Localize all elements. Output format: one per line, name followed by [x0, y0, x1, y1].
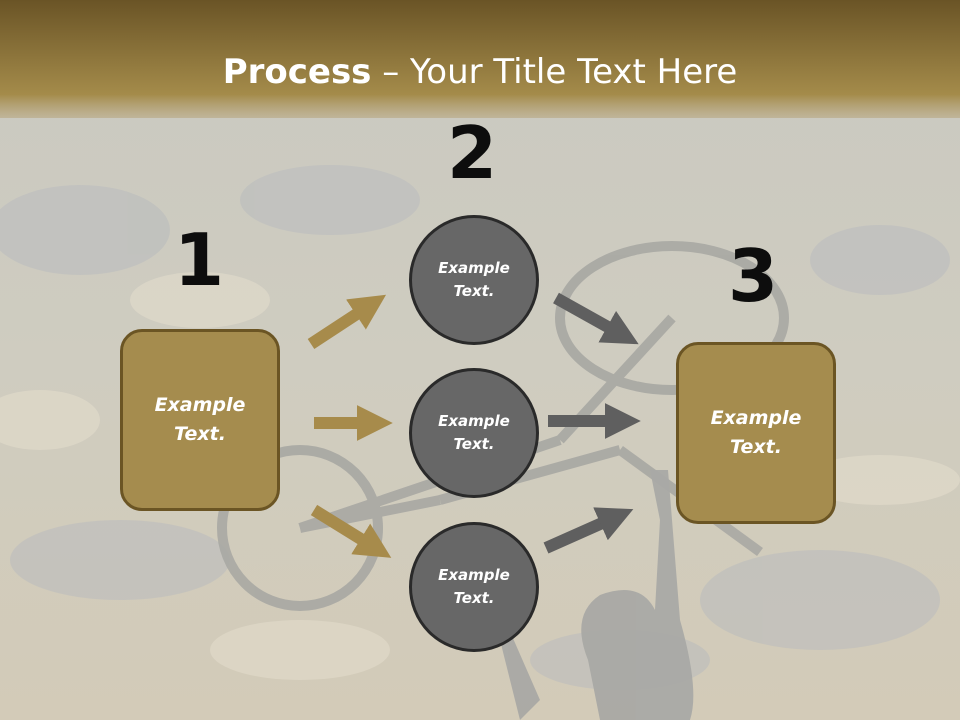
circle-top-line2: Text. [453, 282, 495, 300]
arrow-from-bottom-circle [543, 507, 634, 554]
circle-bottom-line2: Text. [453, 589, 495, 607]
right-box-line1: Example [710, 407, 802, 429]
slide-title: Process – Your Title Text Here [0, 52, 960, 92]
step-number-3: 3 [727, 234, 779, 318]
process-circle-bottom[interactable]: Example Text. [409, 522, 539, 652]
arrow-to-top-circle [307, 294, 387, 350]
left-box-line1: Example [154, 394, 246, 416]
circle-bottom-line1: Example [438, 566, 510, 584]
left-box-line2: Text. [174, 423, 226, 445]
arrow-to-bottom-circle [310, 504, 392, 558]
right-process-box[interactable]: Example Text. [676, 342, 836, 524]
step-number-1: 1 [173, 218, 225, 302]
process-circle-middle[interactable]: Example Text. [409, 368, 539, 498]
process-circle-top[interactable]: Example Text. [409, 215, 539, 345]
step-number-2: 2 [446, 111, 498, 195]
circle-middle-line1: Example [438, 412, 510, 430]
circle-top-line1: Example [438, 259, 510, 277]
left-process-box[interactable]: Example Text. [120, 329, 280, 511]
title-bold: Process [222, 52, 372, 92]
arrow-from-top-circle [553, 292, 639, 345]
circle-middle-line2: Text. [453, 435, 495, 453]
title-rest: – Your Title Text Here [371, 52, 738, 92]
right-box-line2: Text. [730, 436, 782, 458]
